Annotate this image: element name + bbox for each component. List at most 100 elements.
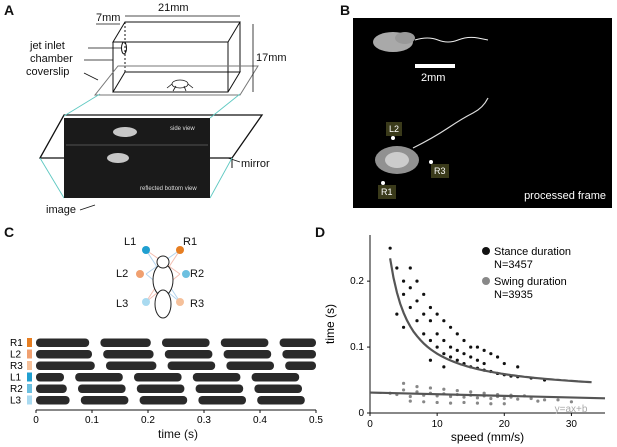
scatter-point: [469, 345, 473, 349]
processed-frame-caption: processed frame: [524, 190, 606, 202]
legend-count: N=3457: [494, 259, 533, 271]
gait-row-label: L3: [10, 396, 22, 407]
scatter-point: [395, 266, 399, 270]
diagram-label-l3: L3: [116, 298, 129, 310]
swing-fit-line: [369, 391, 606, 400]
y-tick-label: 0.1: [350, 342, 364, 353]
leg-tag-r3: R3: [431, 164, 449, 178]
diagram-label-l1: L1: [124, 236, 137, 248]
scatter-point: [415, 319, 419, 323]
gait-row-label: R1: [10, 338, 23, 349]
x-tick-label: 10: [432, 419, 444, 430]
scatter-point: [435, 345, 439, 349]
gait-x-tick-label: 0.4: [253, 415, 267, 426]
scale-bar: [415, 64, 455, 68]
scatter-point: [462, 338, 466, 343]
scatter-point: [422, 332, 426, 336]
label-chamber: chamber: [30, 53, 73, 65]
processed-frame-image: 2mm L2 R3 R1 processed frame: [353, 18, 612, 208]
gait-xaxis-label: time (s): [158, 427, 198, 441]
scatter-point: [408, 399, 412, 403]
stance-bar: [134, 373, 182, 382]
scatter-point: [415, 279, 419, 283]
scatter-point: [469, 355, 473, 359]
scatter-point: [442, 319, 446, 323]
gait-x-tick-label: 0.1: [85, 415, 99, 426]
scatter-point: [442, 365, 446, 369]
gait-row-label: L1: [10, 373, 22, 384]
label-jet-inlet: jet inlet: [30, 40, 65, 52]
leg-tag-r1: R1: [378, 185, 396, 199]
scatter-point: [516, 365, 520, 369]
stance-fit-curve: [389, 258, 592, 384]
stance-bar: [254, 384, 302, 393]
stance-bar: [164, 350, 213, 359]
diagram-label-r3: R3: [190, 298, 205, 310]
inset-side-view: side view: [170, 126, 195, 132]
legend-label: Stance duration: [494, 246, 571, 258]
gait-row-label: R3: [10, 361, 23, 372]
label-coverslip: coverslip: [26, 66, 70, 78]
scatter-point: [529, 396, 533, 401]
scatter-point: [428, 358, 433, 362]
legend-count: N=3935: [494, 289, 533, 301]
y-tick-label: 0: [358, 408, 364, 419]
scatter-point: [462, 395, 466, 399]
chamber-schematic: [38, 15, 264, 211]
stance-bar: [282, 350, 316, 359]
stance-bar: [36, 350, 92, 359]
scatter-point: [401, 292, 406, 296]
scatter-point: [475, 401, 480, 405]
scatter-point: [489, 396, 493, 401]
scatter-point: [502, 396, 506, 401]
scatter-point: [455, 348, 459, 352]
panel-letter-b: B: [340, 2, 351, 18]
stance-bar: [103, 350, 154, 359]
diagram-label-r1: R1: [183, 236, 198, 248]
scatter-point: [401, 325, 406, 329]
scatter-point: [448, 401, 453, 405]
stance-bar: [80, 396, 129, 405]
stance-bar: [195, 384, 244, 393]
gait-x-tick-label: 0.2: [141, 415, 155, 426]
scatter-point: [482, 391, 486, 395]
gait-row-color-swatch: [27, 395, 32, 405]
scatter-point: [455, 388, 459, 393]
stance-bar: [223, 350, 272, 359]
panel-letter-d: D: [315, 224, 326, 240]
scatter-point: [455, 358, 459, 362]
y-tick-label: 0.2: [350, 276, 364, 287]
scatter-point: [408, 286, 412, 290]
panel-letter-a: A: [4, 2, 15, 18]
gait-row-color-swatch: [27, 361, 32, 370]
scatter-point: [408, 266, 412, 270]
scatter-point: [442, 352, 446, 356]
x-tick-label: 0: [367, 419, 373, 430]
scatter-point: [455, 332, 459, 336]
stance-bar: [192, 373, 241, 382]
legend-marker: [482, 247, 490, 255]
scatter-point: [442, 387, 446, 391]
gait-row-label: R2: [10, 384, 23, 395]
scatter-point: [448, 355, 453, 359]
scatter-point: [469, 390, 473, 394]
camera-image-inset: [64, 118, 210, 198]
gait-row-color-swatch: [27, 349, 32, 359]
stance-bar: [36, 384, 67, 393]
scatter-point: [482, 361, 486, 366]
gait-row-color-swatch: [27, 384, 32, 393]
diagram-label-r2: R2: [190, 268, 205, 280]
stance-bar: [106, 361, 157, 370]
stance-bar: [100, 338, 151, 347]
x-axis-label: speed (mm/s): [451, 430, 524, 444]
inset-bottom-view: reflected bottom view: [140, 186, 197, 192]
tracking-overlay: [373, 32, 489, 185]
scatter-point: [489, 352, 493, 356]
label-image: image: [46, 204, 76, 216]
scatter-point: [401, 388, 406, 392]
scatter-point: [408, 394, 412, 399]
scatter-point: [448, 325, 453, 329]
scatter-point: [462, 352, 466, 356]
